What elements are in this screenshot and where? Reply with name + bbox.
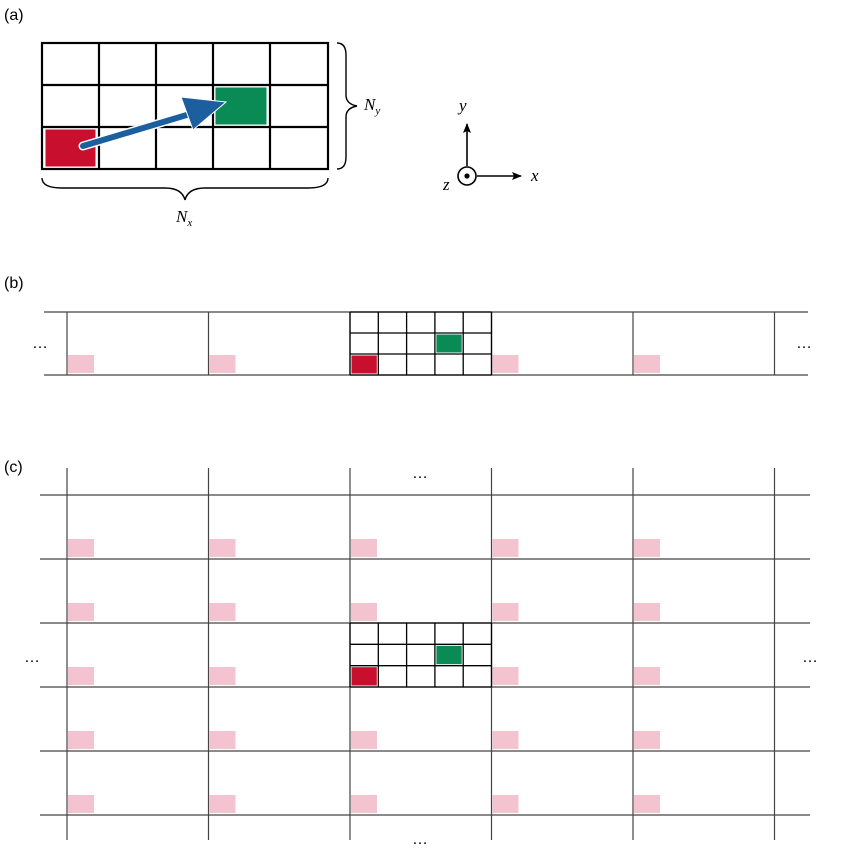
ellipsis-left: … (24, 649, 40, 666)
target-cell (436, 334, 462, 353)
periodic-image-cell (634, 731, 660, 749)
periodic-image-cell (351, 603, 377, 621)
ellipsis-left: … (32, 335, 48, 352)
periodic-image-cell (209, 667, 236, 685)
periodic-image-cell (492, 731, 519, 749)
periodic-image-cell (351, 795, 377, 813)
central-supercell-grid (349, 311, 493, 376)
periodic-image-cell (68, 731, 94, 749)
periodic-image-cell (634, 539, 660, 557)
z-axis-dot (464, 173, 470, 179)
panel-a-label: (a) (4, 7, 24, 24)
panel-b: (b) … … (4, 275, 812, 376)
translation-arrow (78, 96, 228, 151)
periodic-image-cell (68, 667, 94, 685)
target-cell (214, 86, 268, 126)
panel-c-lattice-lines (40, 468, 810, 840)
ny-brace (336, 42, 358, 170)
periodic-image-cell (351, 539, 377, 557)
ellipsis-right: … (802, 649, 818, 666)
source-cell (351, 667, 377, 686)
periodic-image-cell (634, 795, 660, 813)
panel-c-label: (c) (4, 459, 23, 476)
periodic-image-cell (351, 731, 377, 749)
ellipsis-bottom: … (412, 831, 428, 848)
ellipsis-top: … (412, 465, 428, 482)
periodic-image-cell (68, 539, 94, 557)
periodic-image-cell (68, 355, 94, 373)
panel-b-lattice (44, 311, 808, 376)
nx-brace (41, 177, 329, 201)
panel-c-lattice (40, 468, 810, 840)
periodic-image-cell (634, 667, 660, 685)
nx-label: Nx (175, 207, 192, 229)
panel-c: (c) … … … … (4, 459, 818, 848)
periodic-image-cell (209, 355, 236, 373)
periodic-image-cell (68, 795, 94, 813)
panel-b-label: (b) (4, 275, 24, 292)
periodic-image-cell (492, 667, 519, 685)
central-supercell-grid (349, 622, 493, 688)
ny-label: Ny (363, 95, 380, 117)
periodic-image-cell (492, 795, 519, 813)
panel-b-lattice-lines (44, 311, 808, 376)
periodic-image-cell (492, 355, 519, 373)
periodic-image-cell (68, 603, 94, 621)
periodic-image-cell (634, 355, 660, 373)
y-axis-label: y (457, 96, 467, 115)
periodic-image-cell (209, 539, 236, 557)
periodic-image-cell (492, 539, 519, 557)
z-axis-label: z (442, 175, 450, 194)
axis-glyph: y x z (442, 96, 539, 194)
x-axis-label: x (530, 166, 539, 185)
periodic-image-cell (209, 795, 236, 813)
periodic-image-cell (209, 603, 236, 621)
target-cell (436, 645, 462, 665)
panel-a: (a) Nx Ny (4, 7, 539, 229)
source-cell (351, 355, 377, 374)
periodic-image-cell (209, 731, 236, 749)
ellipsis-right: … (796, 335, 812, 352)
periodic-image-cell (634, 603, 660, 621)
periodic-image-cell (492, 603, 519, 621)
